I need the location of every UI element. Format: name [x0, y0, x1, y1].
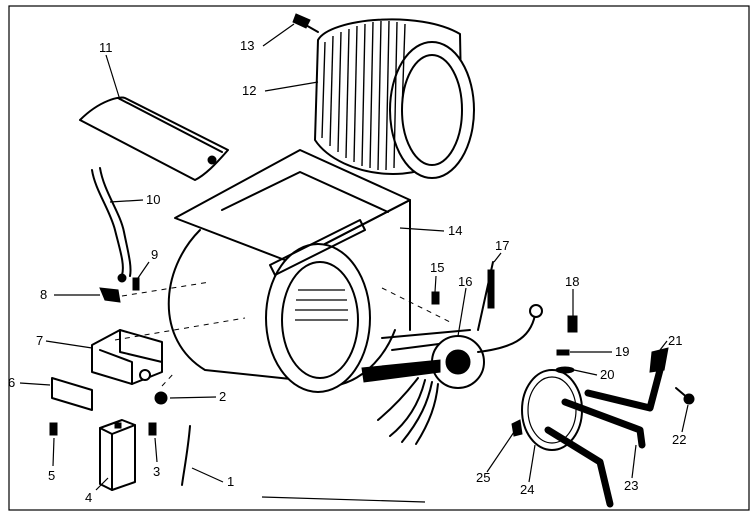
- callout-22: 22: [672, 432, 686, 447]
- callout-labels: 1 2 3 4 5 6 7 8 9 10 11 12 13 14 15 16 1…: [8, 38, 686, 505]
- wiring-harness: [91, 167, 132, 283]
- wheel-screw: [292, 13, 319, 33]
- callout-13: 13: [240, 38, 254, 53]
- motor-lead-wire: [477, 304, 543, 353]
- callout-19: 19: [615, 344, 629, 359]
- motor-mount-arms: [544, 366, 664, 508]
- callout-8: 8: [40, 287, 47, 302]
- cutoff-plate: [79, 96, 229, 181]
- arm-screw: [675, 387, 695, 405]
- callout-6: 6: [8, 375, 15, 390]
- blower-housing: [167, 149, 411, 393]
- callout-3: 3: [153, 464, 160, 479]
- band-nut: [556, 349, 570, 356]
- callout-25: 25: [476, 470, 490, 485]
- callout-4: 4: [85, 490, 92, 505]
- motor-mount-band: [521, 369, 583, 451]
- blower-motor: [361, 261, 495, 445]
- callout-24: 24: [520, 482, 534, 497]
- assembly-lines: [114, 281, 451, 387]
- cover-screw: [49, 422, 58, 436]
- floor-line: [261, 496, 426, 503]
- callout-17: 17: [495, 238, 509, 253]
- band-screw: [567, 315, 578, 333]
- callout-21: 21: [668, 333, 682, 348]
- callout-23: 23: [624, 478, 638, 493]
- callout-10: 10: [146, 192, 160, 207]
- callout-1: 1: [227, 474, 234, 489]
- motor-mount-screw: [431, 291, 440, 305]
- run-capacitor: [99, 419, 136, 491]
- bracket-screw: [148, 422, 157, 436]
- plug-button: [154, 391, 168, 405]
- capacitor-bracket: [91, 329, 163, 385]
- callout-18: 18: [565, 274, 579, 289]
- harness-screw: [132, 277, 140, 291]
- diagram-frame: [8, 5, 750, 511]
- callout-14: 14: [448, 223, 462, 238]
- callout-12: 12: [242, 83, 256, 98]
- bracket-cover-plate: [51, 377, 93, 411]
- capacitor-strap: [181, 425, 191, 486]
- callout-2: 2: [219, 389, 226, 404]
- callout-9: 9: [151, 247, 158, 262]
- blower-wheel: [314, 18, 475, 179]
- arm-end-cap: [649, 347, 669, 373]
- leader-lines: [19, 23, 689, 491]
- mounting-clip: [99, 287, 121, 303]
- callout-7: 7: [36, 333, 43, 348]
- callout-11: 11: [99, 40, 113, 55]
- callout-16: 16: [458, 274, 472, 289]
- callout-15: 15: [430, 260, 444, 275]
- callout-20: 20: [600, 367, 614, 382]
- callout-5: 5: [48, 468, 55, 483]
